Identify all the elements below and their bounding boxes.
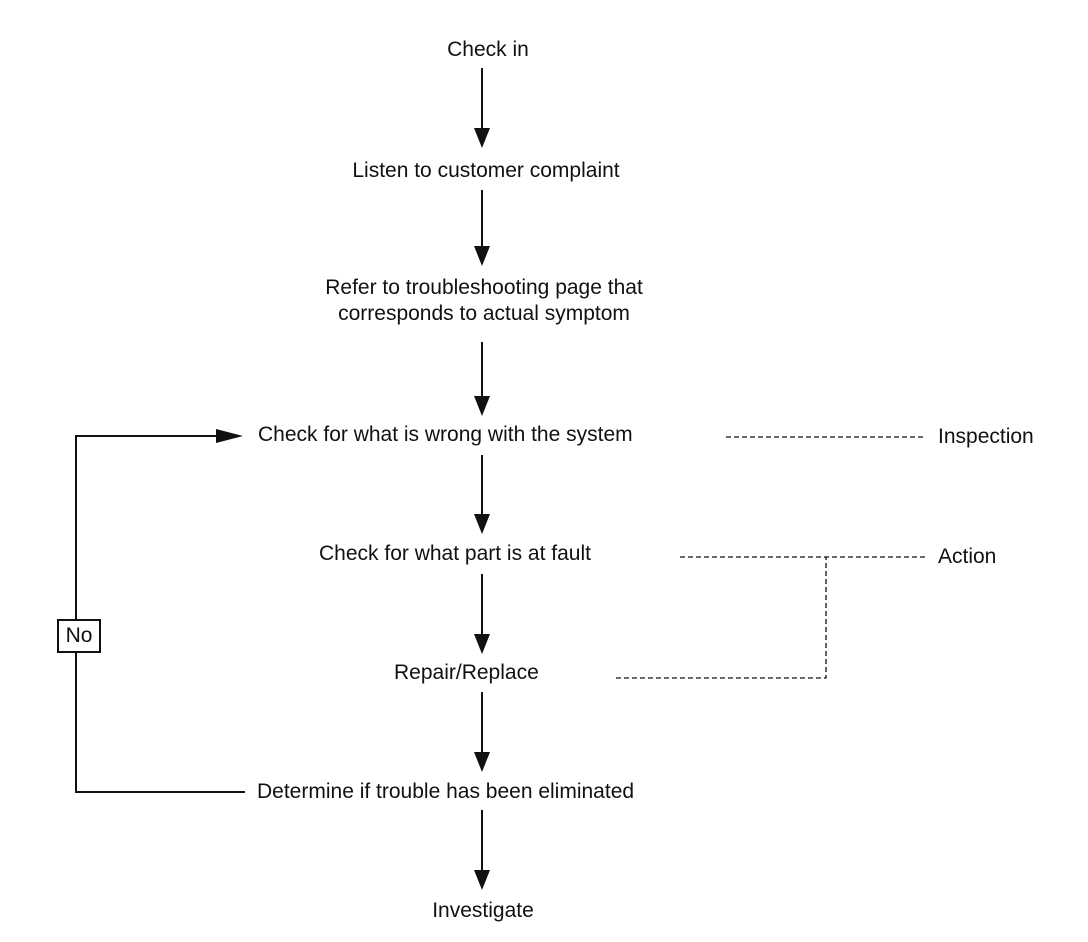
- arrowhead-1: [474, 128, 490, 148]
- step-check-in: Check in: [447, 38, 529, 61]
- step-determine-eliminated: Determine if trouble has been eliminated: [257, 780, 635, 803]
- step-refer-line-2: corresponds to actual symptom: [338, 302, 630, 325]
- step-refer-troubleshooting: Refer to troubleshooting page that corre…: [284, 275, 684, 327]
- arrowhead-7: [474, 870, 490, 890]
- feedback-loop-line: [75, 435, 245, 793]
- step-refer-line-1: Refer to troubleshooting page that: [325, 276, 643, 299]
- arrowhead-loop: [216, 429, 243, 443]
- label-inspection: Inspection: [938, 425, 1034, 448]
- step-check-system: Check for what is wrong with the system: [258, 423, 633, 446]
- arrowhead-5: [474, 634, 490, 654]
- label-action: Action: [938, 545, 997, 568]
- arrowhead-6: [474, 752, 490, 772]
- step-check-part: Check for what part is at fault: [319, 542, 591, 565]
- step-listen-complaint: Listen to customer complaint: [352, 159, 620, 182]
- arrowhead-2: [474, 246, 490, 266]
- loop-no-label: No: [57, 619, 101, 653]
- arrowhead-3: [474, 396, 490, 416]
- step-investigate: Investigate: [432, 899, 534, 922]
- arrowhead-4: [474, 514, 490, 534]
- repair-connector: [616, 557, 827, 679]
- step-repair-replace: Repair/Replace: [394, 661, 539, 684]
